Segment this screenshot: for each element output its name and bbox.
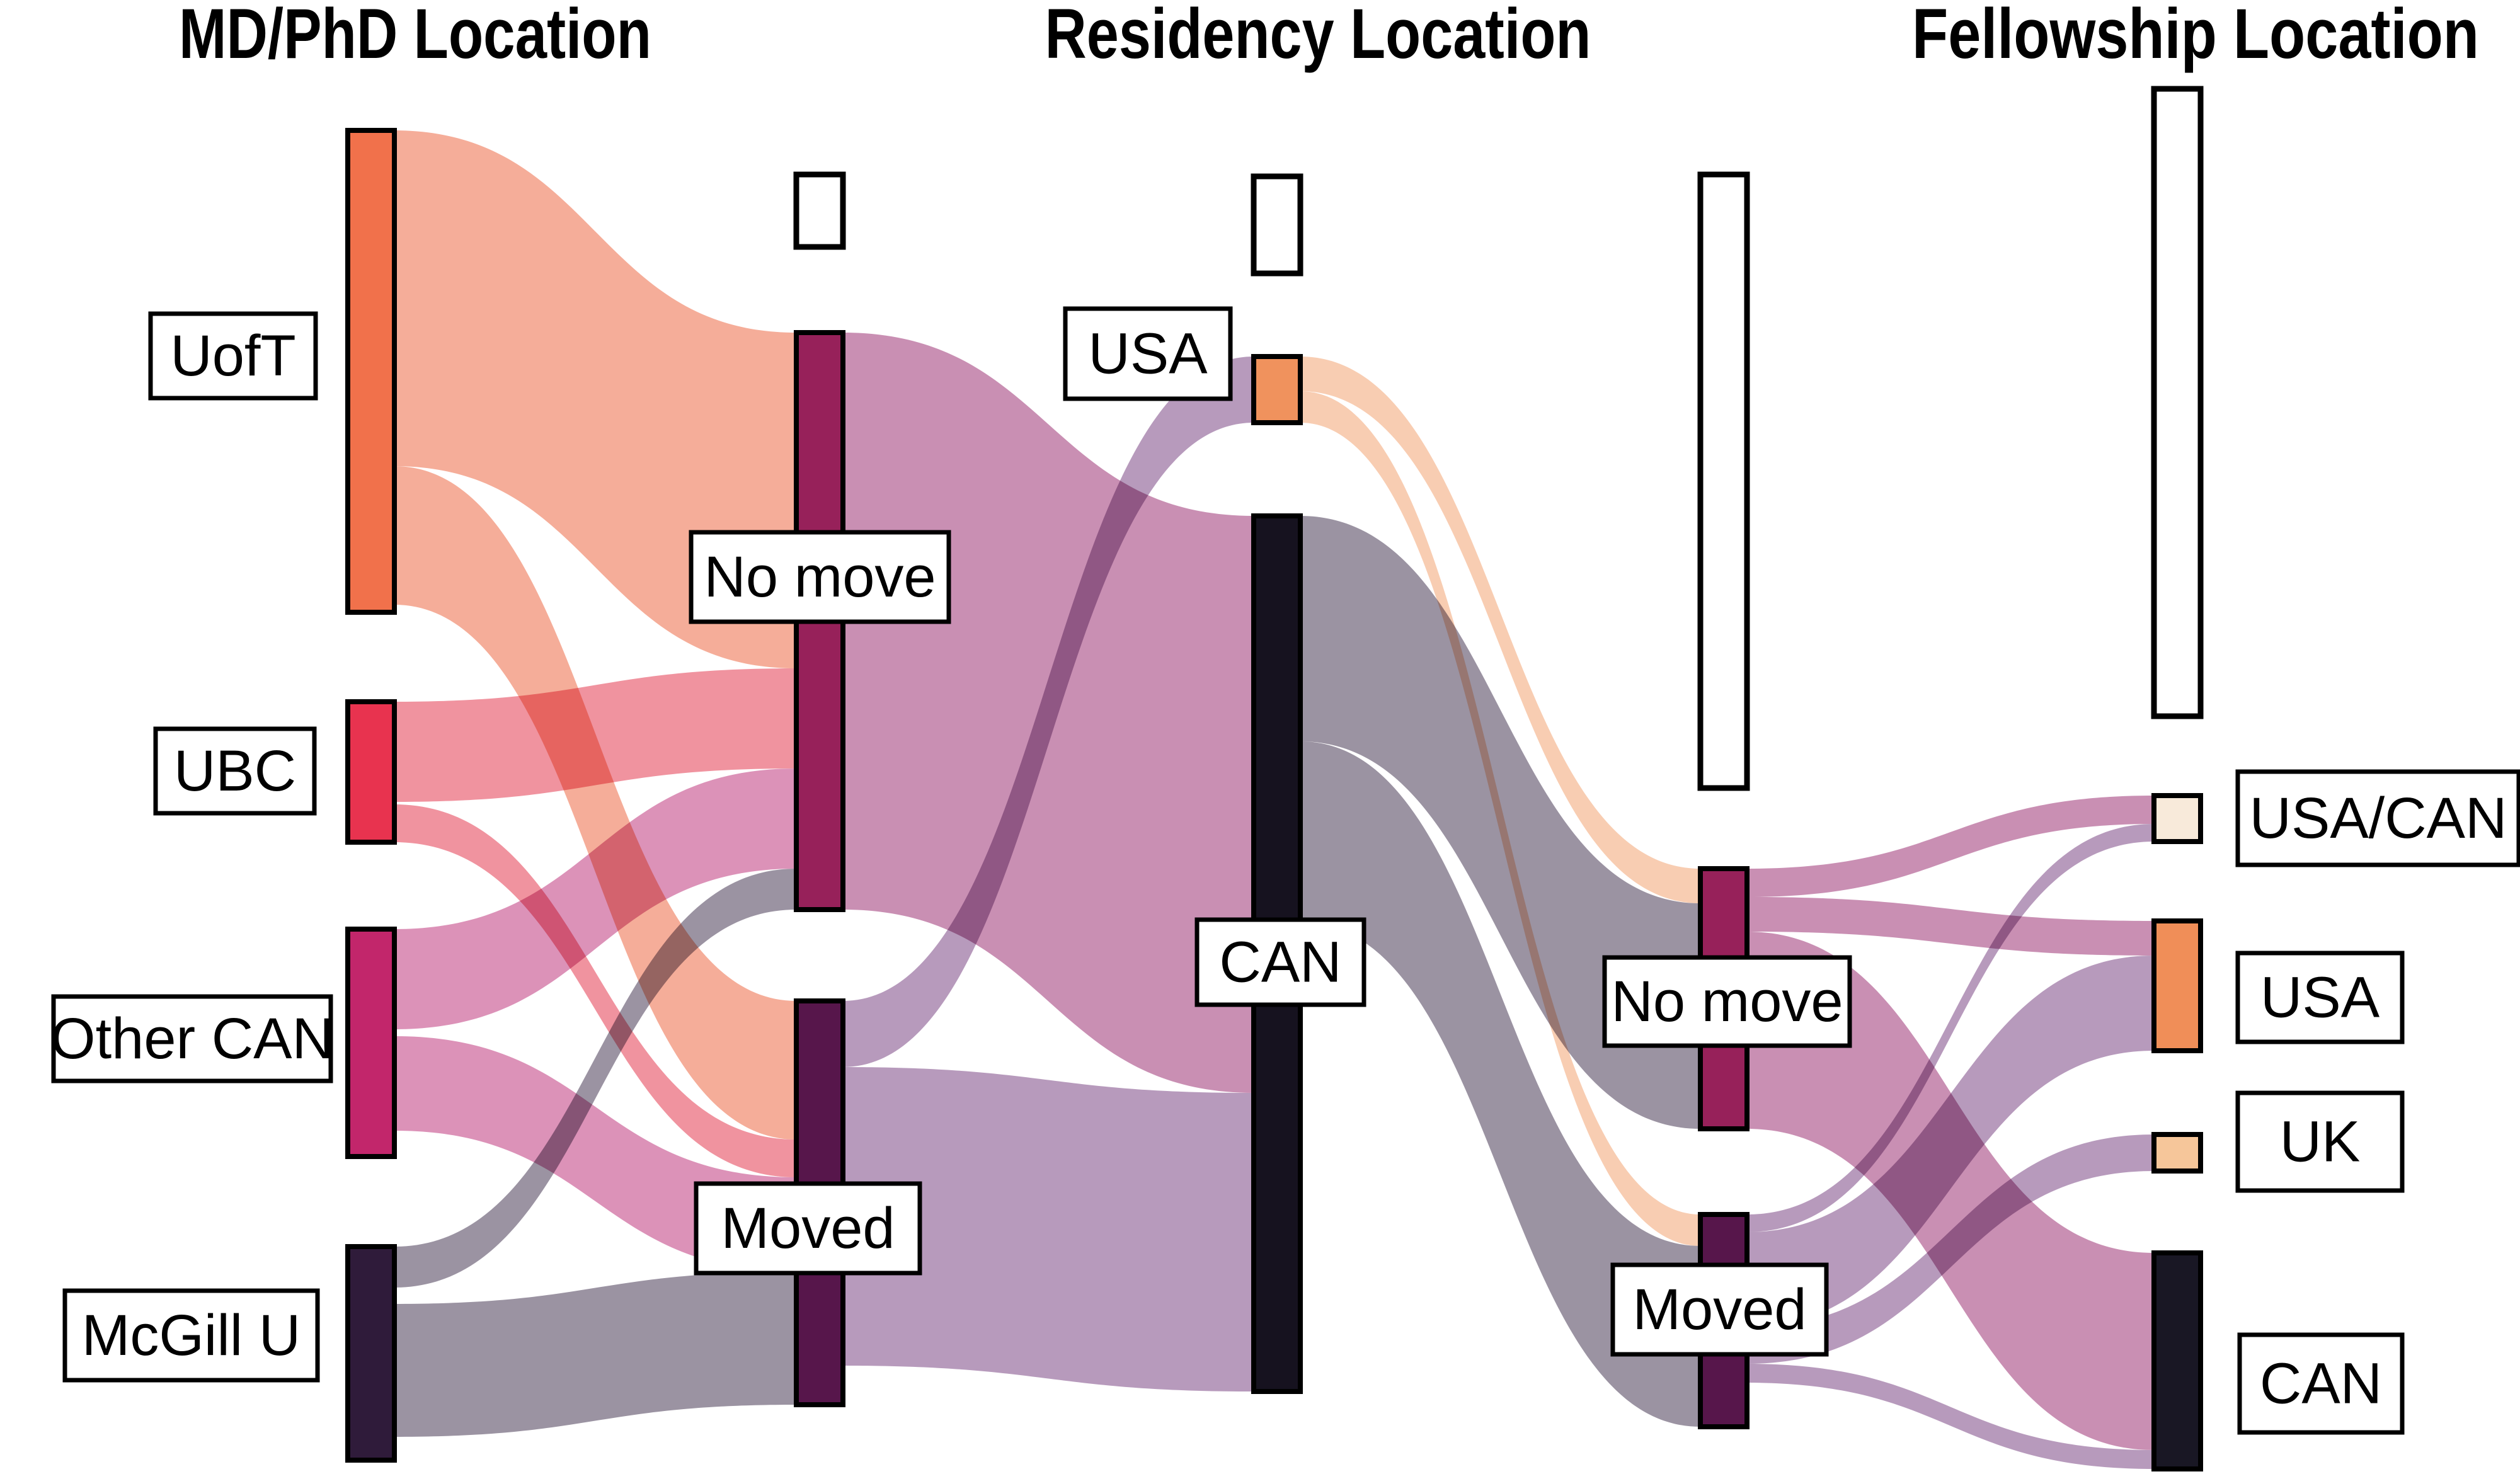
- label-nomove4: No move: [1611, 969, 1843, 1034]
- flow-moved4-to-usacan5: [1747, 824, 2154, 1232]
- flow-uoft-to-moved2: [394, 466, 796, 1140]
- flow-mcgill-to-moved2: [394, 1272, 796, 1437]
- flows-layer: [394, 130, 2154, 1469]
- node-blank5: [2151, 86, 2204, 719]
- label-box-nomove4: [1602, 955, 1852, 1048]
- label-box-ubc: [153, 726, 317, 816]
- label-box-uk5: [2235, 1090, 2405, 1193]
- label-nomove2: No move: [704, 545, 936, 609]
- label-box-usa5: [2235, 951, 2405, 1044]
- label-box-can5: [2237, 1332, 2405, 1435]
- column-title-mdphd-location: MD/PhD Location: [179, 0, 651, 73]
- node-blank2: [793, 171, 846, 250]
- flow-ubc-to-nomove2: [394, 668, 796, 802]
- node-usa5: [2151, 918, 2203, 1053]
- flow-moved4-to-usa5: [1747, 956, 2154, 1327]
- label-box-othercan: [51, 994, 333, 1083]
- label-moved2: Moved: [721, 1196, 895, 1260]
- label-uoft: UofT: [170, 324, 295, 388]
- label-box-can3: [1194, 917, 1366, 1007]
- label-usacan5: USA/CAN: [2250, 786, 2507, 850]
- node-blank3: [1251, 173, 1303, 277]
- flow-nomove4-to-usacan5: [1747, 796, 2154, 897]
- flow-moved2-to-can3: [843, 1067, 1254, 1391]
- label-box-nomove2: [689, 530, 951, 624]
- column-title-residency-location: Residency Location: [1045, 0, 1591, 73]
- flow-usa3-to-nomove4: [1300, 357, 1700, 903]
- node-othercan: [345, 927, 397, 1159]
- flow-can3-to-moved4: [1300, 741, 1700, 1427]
- flow-can3-to-nomove4: [1300, 516, 1700, 1129]
- flow-othercan-to-nomove2: [394, 768, 796, 1029]
- flow-mcgill-to-nomove2: [394, 869, 796, 1288]
- label-box-usa3: [1063, 306, 1233, 401]
- label-usa3: USA: [1088, 322, 1208, 386]
- node-ubc: [345, 699, 397, 845]
- node-uoft: [345, 128, 397, 615]
- flow-ubc-to-moved2: [394, 804, 796, 1177]
- label-ubc: UBC: [174, 739, 296, 803]
- flow-moved2-to-usa3: [843, 357, 1254, 1067]
- label-box-usacan5: [2235, 769, 2520, 867]
- flow-nomove4-to-can5: [1747, 932, 2154, 1450]
- column-title-fellowship-location: Fellowship Location: [1912, 0, 2479, 73]
- label-moved4: Moved: [1632, 1277, 1806, 1342]
- node-blank4: [1697, 171, 1750, 791]
- label-othercan: Other CAN: [50, 1007, 334, 1071]
- label-can5: CAN: [2260, 1352, 2382, 1416]
- label-usa5: USA: [2260, 966, 2380, 1030]
- flow-moved4-to-can5: [1747, 1364, 2154, 1469]
- node-usa3: [1251, 354, 1303, 425]
- flow-moved4-to-uk5: [1747, 1134, 2154, 1364]
- node-can5: [2151, 1250, 2203, 1471]
- label-box-moved2: [694, 1181, 922, 1276]
- node-usacan5: [2151, 793, 2203, 844]
- label-box-mcgill: [62, 1288, 320, 1383]
- node-uk5: [2151, 1132, 2203, 1174]
- label-uk5: UK: [2280, 1110, 2361, 1174]
- titles-layer: MD/PhD Location Residency Location Fello…: [179, 0, 2479, 73]
- flow-nomove4-to-usa5: [1747, 897, 2154, 956]
- node-mcgill: [345, 1244, 397, 1463]
- label-can3: CAN: [1219, 930, 1341, 995]
- label-mcgill: McGill U: [82, 1303, 301, 1368]
- label-box-moved4: [1610, 1262, 1829, 1357]
- label-box-uoft: [148, 311, 318, 401]
